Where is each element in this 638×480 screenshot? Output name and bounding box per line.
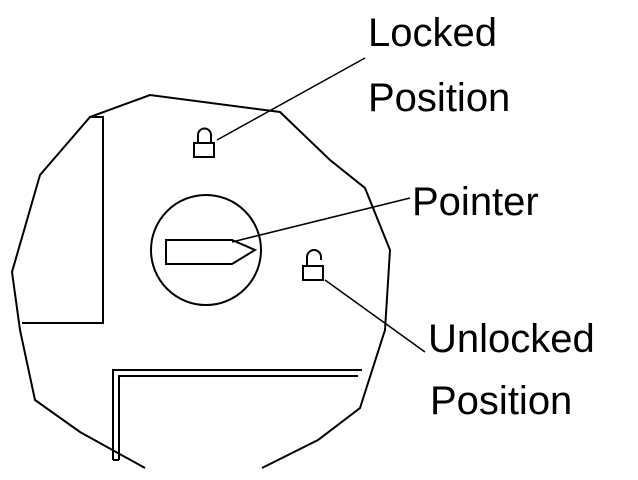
unlocked-label-line1: Unlocked [428,317,595,361]
locked-label-line2: Position [368,76,510,120]
leader-pointer [231,197,411,243]
locked-label-line1: Locked [368,11,497,55]
pointer-label: Pointer [412,180,539,224]
inner-panel-edge [22,116,104,324]
leader-unlocked [324,279,426,353]
bottom-frame [112,369,362,461]
pointer-arrow-icon [165,239,258,265]
lock-closed-icon [193,127,215,158]
lock-open-icon [302,249,324,281]
housing-outline [10,93,392,469]
leader-locked [216,57,366,141]
unlocked-label-line2: Position [430,379,572,423]
